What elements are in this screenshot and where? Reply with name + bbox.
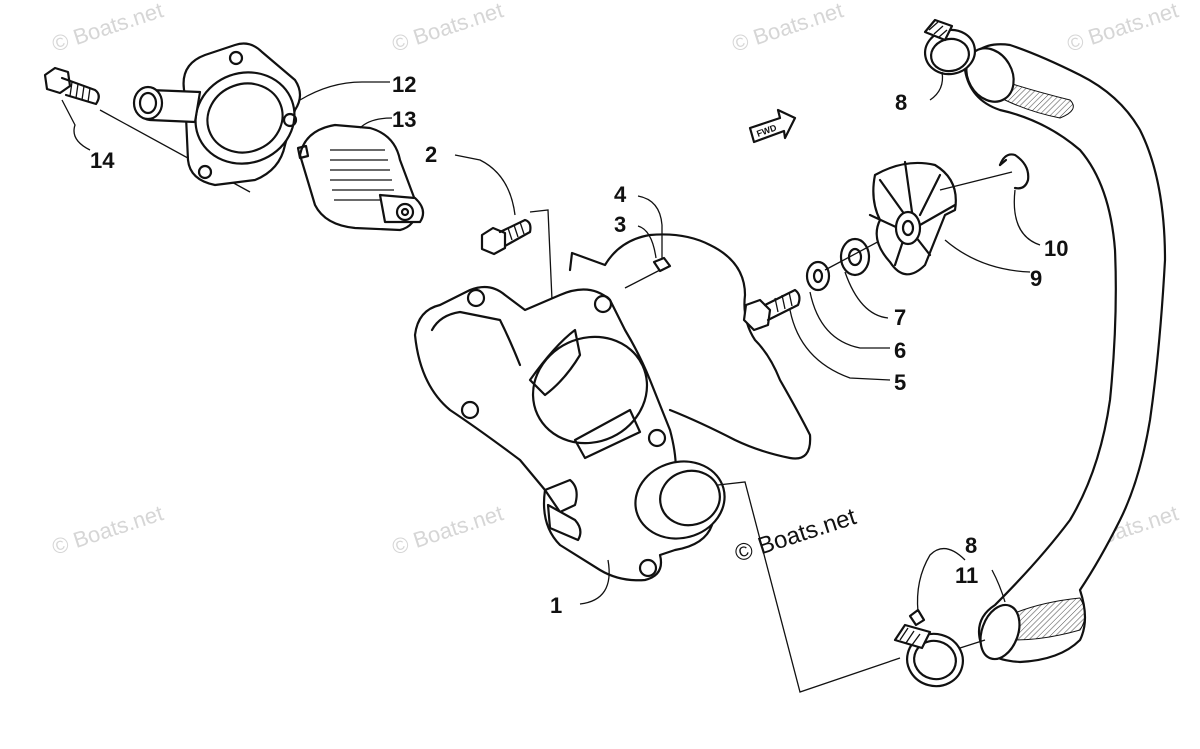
leader-snap-axis xyxy=(939,171,1013,191)
callout-6: 6 xyxy=(894,338,906,363)
bolt-part-2 xyxy=(480,218,532,256)
leader-5 xyxy=(789,309,891,381)
watermark: © Boats.net xyxy=(389,0,506,57)
leader-2 xyxy=(454,154,516,216)
callout-1: 1 xyxy=(550,593,562,618)
callout-11: 11 xyxy=(955,563,978,588)
watermark: © Boats.net xyxy=(729,0,846,57)
leader-3 xyxy=(637,225,657,259)
watermark: © Boats.net xyxy=(389,500,506,559)
washer-part-6 xyxy=(805,260,831,292)
thermostat-housing-part-12 xyxy=(132,42,302,187)
thermostat-part-13 xyxy=(296,123,425,232)
leader-hose-route xyxy=(717,481,901,693)
callout-12: 12 xyxy=(392,72,416,97)
water-pump-housing-part-1 xyxy=(413,285,726,582)
dowel-pin-part-3 xyxy=(652,256,672,273)
callout-14: 14 xyxy=(90,148,115,173)
leader-clamp-lower xyxy=(959,639,986,649)
snap-ring-part-10 xyxy=(998,153,1030,190)
callout-2: 2 xyxy=(425,142,437,167)
washer-part-7 xyxy=(839,237,871,277)
watermark-main: © Boats.net xyxy=(732,503,860,568)
callout-3: 3 xyxy=(614,212,626,237)
leader-11 xyxy=(991,569,1006,603)
leader-4 xyxy=(637,195,663,258)
hose-clamp-part-8-upper xyxy=(923,18,977,76)
hose-part-11 xyxy=(963,43,1167,664)
leader-pin-axis xyxy=(624,269,661,289)
leader-1 xyxy=(579,559,610,605)
callout-10: 10 xyxy=(1044,236,1068,261)
bolt-part-14 xyxy=(43,66,100,106)
leader-8-lower xyxy=(916,548,966,613)
watermark: © Boats.net xyxy=(49,500,166,559)
callout-5: 5 xyxy=(894,370,906,395)
leader-14b xyxy=(61,99,91,151)
leader-9 xyxy=(944,239,1031,273)
callout-8-upper: 8 xyxy=(895,90,907,115)
leader-7 xyxy=(844,271,889,319)
callout-4: 4 xyxy=(614,182,627,207)
callout-13: 13 xyxy=(392,107,416,132)
bolt-part-5 xyxy=(742,288,801,332)
leader-6 xyxy=(809,291,890,349)
forward-direction-arrow: FWD xyxy=(748,108,797,144)
gasket-o-ring-part-3 xyxy=(568,233,812,460)
callout-8-lower: 8 xyxy=(965,533,977,558)
leader-12 xyxy=(299,81,390,101)
leader-10 xyxy=(1013,189,1041,246)
leader-8-upper xyxy=(929,71,944,101)
hose-clamp-part-8-lower xyxy=(893,608,964,688)
callout-9: 9 xyxy=(1030,266,1042,291)
impeller-part-9 xyxy=(868,160,957,276)
callout-7: 7 xyxy=(894,305,906,330)
watermark: © Boats.net xyxy=(49,0,166,57)
leader-13 xyxy=(359,117,393,129)
watermark: © Boats.net xyxy=(1064,0,1181,57)
